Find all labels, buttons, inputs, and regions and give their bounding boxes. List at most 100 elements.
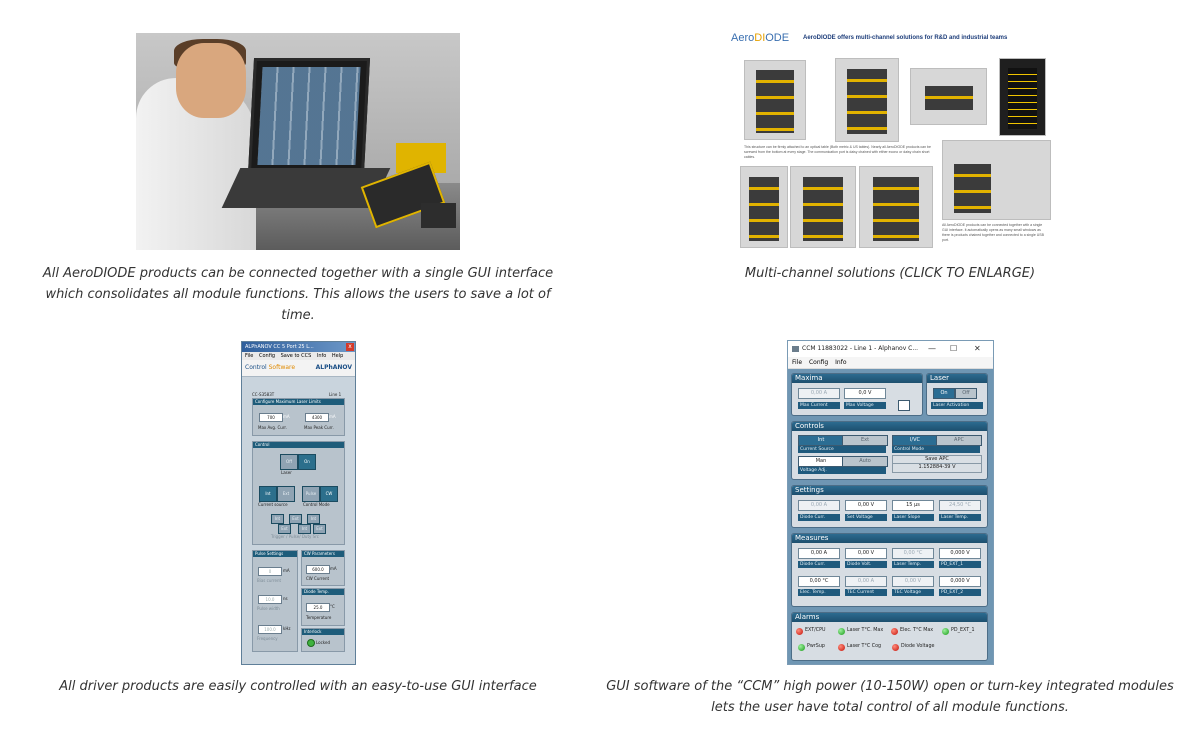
gui1-banner: Control Software ALPhANOV [242,360,355,377]
gui1-line: Line 1 [329,392,342,397]
collage-text-right: All AeroDIODE products can be connected … [942,223,1044,242]
gui2-apc-value: 1.152884-39 V [892,463,982,473]
gui2-alarm-pwrsup-label: PwrSup [807,644,825,649]
gui2-meas-pd-ext-1: 0,000 V [939,548,981,559]
gui1-cw-value: 600.0 [306,565,330,574]
gui2-control-mode-label: Control Mode [892,446,980,453]
gui2-current-source-label: Current Source [798,446,886,453]
logo-part-a: Aero [731,32,755,44]
gui2-man-button: Man [798,456,844,467]
gui2-meas-label-tec-voltage: TEC Voltage [892,589,934,596]
gui1-bias-unit: mA [283,568,290,573]
caption-top-right[interactable]: Multi-channel solutions (CLICK TO ENLARG… [744,266,1036,281]
gui1-titlebar: ALPhANOV CC 5 Port 25 L... [242,342,355,352]
gui2-alarm-pd-ext-1: PD_EXT_1 [942,627,975,635]
gui2-alarm-pd-ext-1-label: PD_EXT_1 [951,628,975,633]
gui1-cw-unit: mA [330,566,337,571]
gui2-alarm-laser-temp-cog-label: Laser T°C Cog [847,644,882,649]
gui1-menu-help: Help [331,353,344,359]
gui2-menu-file: File [792,359,803,366]
gui1-trigger-label: Trigger / Pulse/ Duty Src [271,534,319,539]
gui2-set-diode-curr-label: Diode Curr. [798,514,840,521]
gui2-set-diode-curr-input: 0,00 A [798,500,840,511]
gui1-ext-button: Ext [277,486,295,502]
gui1-pw-label: Pulse width [257,606,280,611]
gui2-meas-label-diode-volt: Diode Volt. [845,561,887,568]
gui1-current-source: Current source [258,502,288,507]
gui2-laser-slope-label: Laser Slope [892,514,934,521]
gui2-menu-config: Config [808,359,829,366]
gui1-bias-value: 0 [258,567,282,576]
gui2-meas-diode-volt: 0,00 V [845,548,887,559]
rack-photo-1 [744,60,806,140]
gui2-set-voltage-label: Set Voltage [845,514,887,521]
gui2-ext-button: Ext [842,435,888,446]
gui2-meas-pd-ext-2: 0,000 V [939,576,981,587]
gui2-set-voltage-input: 0,00 V [845,500,887,511]
stack-photo-1 [740,166,788,248]
gui2-app-icon [792,346,799,352]
alarm-green-led-icon [942,628,949,635]
gui1-freq-value: 100.0 [258,625,282,634]
photo-person-using-gui [136,33,460,250]
gui2-meas-label-tec-current: TEC Current [845,589,887,596]
gui2-max-voltage-input: 0,0 V [844,388,886,399]
collage-headline: AeroDIODE offers multi-channel solutions… [803,35,1008,41]
gui1-panel-cw: CW Parameters 600.0 mA CW Current [301,550,345,586]
gui2-alarms-header: Alarms [792,613,987,622]
gui2-maxima-header: Maxima [792,374,922,383]
aerodiode-logo: AeroDIODE [731,32,789,44]
gui1-on-button: On [298,454,316,470]
gui1-device-id: CC-S3583T [252,392,275,397]
gui1-trig-e: Int [298,524,311,534]
gui2-laser-slope-input: 15 µs [892,500,934,511]
multi-channel-collage[interactable]: AeroDIODE AeroDIODE offers multi-channel… [727,28,1053,248]
gui2-laser-temp-label: Laser Temp. [939,514,981,521]
gui1-max-avg-unit: mA [283,414,290,419]
gui2-menubar: File Config Info [788,357,993,369]
gui2-alarms-group: Alarms EXT/CPU Laser T°C. Max Elec. T°C … [791,612,988,661]
gui2-measures-header: Measures [792,534,987,543]
caption-bottom-right: GUI software of the “CCM” high power (10… [606,679,1174,715]
collage-text-left: This structure can be firmly attached to… [744,145,931,159]
gui2-alarm-diode-voltage: Diode Voltage [892,643,934,651]
gui2-settings-group: Settings 0,00 A 0,00 V 15 µs 24,50 °C Di… [791,485,988,528]
gui2-alarm-laser-temp-max: Laser T°C. Max [838,627,883,635]
gui2-alarm-diode-voltage-label: Diode Voltage [901,644,935,649]
gui2-menu-info: Info [835,359,847,366]
gui2-max-voltage-label: Max Voltage [844,402,886,409]
stack-photo-3 [859,166,933,248]
alphanov-gui-screenshot: ALPhANOV CC 5 Port 25 L... x File Config… [241,341,356,665]
gui2-apc-button: APC [936,435,982,446]
gui1-temp-unit: °C [330,604,335,609]
banner-software: Software [268,364,296,371]
gui1-pw-unit: ns [283,596,288,601]
rack-photo-2 [835,58,899,142]
stack-photo-2 [790,166,856,248]
gui1-panel-max: Configure Maximum Laser Limits 700 mA Ma… [252,398,345,436]
gui2-laser-temp-input: 24,50 °C [939,500,981,511]
gui1-trig-b: Ext [289,514,302,524]
gui1-freq-label: Frequency [257,636,278,641]
gui2-maximize-icon: ☐ [950,344,958,353]
gui1-trig-f: Ext [313,524,326,534]
gui1-temp-value: 25.0 [306,603,330,612]
gui1-bias-label: Bias current [257,578,282,583]
gui2-titlebar: CCM 11883022 - Line 1 - Alphanov C... — … [788,341,993,357]
gui2-alarm-elec-temp-max: Elec. T°C Max [891,627,933,635]
banner-control: Control [245,364,269,371]
gui2-max-current-input: 0,00 A [798,388,840,399]
gui2-voltage-adj-label: Voltage Adj. [798,467,886,474]
gui1-max-avg-label: Max Avg. Curr. [258,425,287,430]
gui1-control-header: Control [253,442,344,448]
laptop-gui [257,67,361,165]
laptop-screen [247,58,371,174]
gui2-body: Maxima 0,00 A 0,0 V Max Current Max Volt… [788,369,993,664]
gui1-interlock-state: Locked [316,640,330,645]
gui2-meas-label-laser-temp: Laser Temp. [892,561,934,568]
gui1-off-button: Off [280,454,298,470]
gui1-pulse-button: Pulse [302,486,320,502]
gui2-laser-activation-label: Laser Activation [931,402,983,409]
gui1-int-button: Int [259,486,277,502]
gui2-alarm-pwrsup: PwrSup [798,643,825,651]
